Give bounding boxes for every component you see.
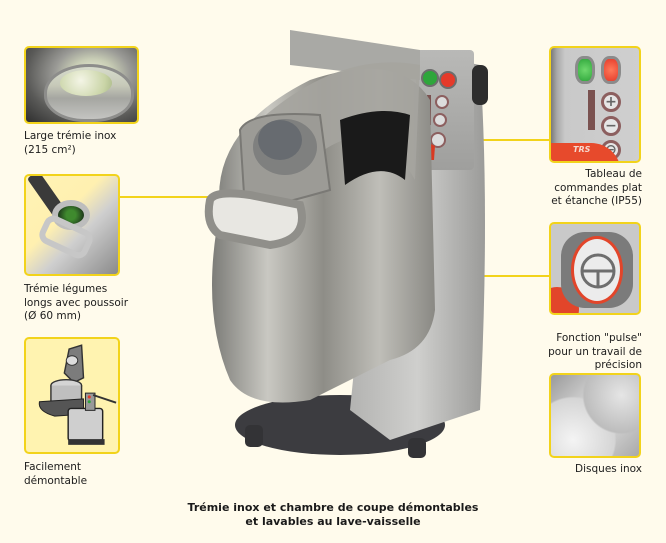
feature-image-tremie-legumes	[24, 174, 120, 276]
footer-caption: Trémie inox et chambre de coupe démontab…	[187, 501, 479, 528]
off-button-icon	[601, 56, 621, 84]
pulse-symbol-icon	[580, 253, 616, 289]
feature-image-disques-inox	[549, 373, 641, 458]
feature-image-demontable	[24, 337, 120, 454]
connector-tableau	[470, 139, 550, 141]
connector-tremie-legumes	[120, 196, 232, 198]
caption-tremie-legumes: Trémie légumes longs avec poussoir (Ø 60…	[24, 283, 129, 322]
caption-pulse: Fonction "pulse" pour un travail de préc…	[548, 332, 642, 371]
caption-tableau-commandes: Tableau de commandes plat et étanche (IP…	[551, 168, 642, 207]
on-button-icon	[575, 56, 595, 84]
connector-pulse-horizontal	[450, 275, 550, 277]
caption-large-tremie: Large trémie inox (215 cm²)	[24, 130, 117, 156]
plus-icon: +	[601, 92, 621, 112]
caption-disques-inox: Disques inox	[575, 463, 642, 475]
vegetable-cutter-machine-image	[204, 30, 488, 458]
caption-demontable: Facilement démontable	[24, 461, 88, 487]
feature-image-pulse	[549, 222, 641, 315]
feature-image-large-tremie	[24, 46, 139, 124]
minus-icon: −	[601, 116, 621, 136]
feature-image-tableau-commandes: + − ⊖ TRS	[549, 46, 641, 163]
